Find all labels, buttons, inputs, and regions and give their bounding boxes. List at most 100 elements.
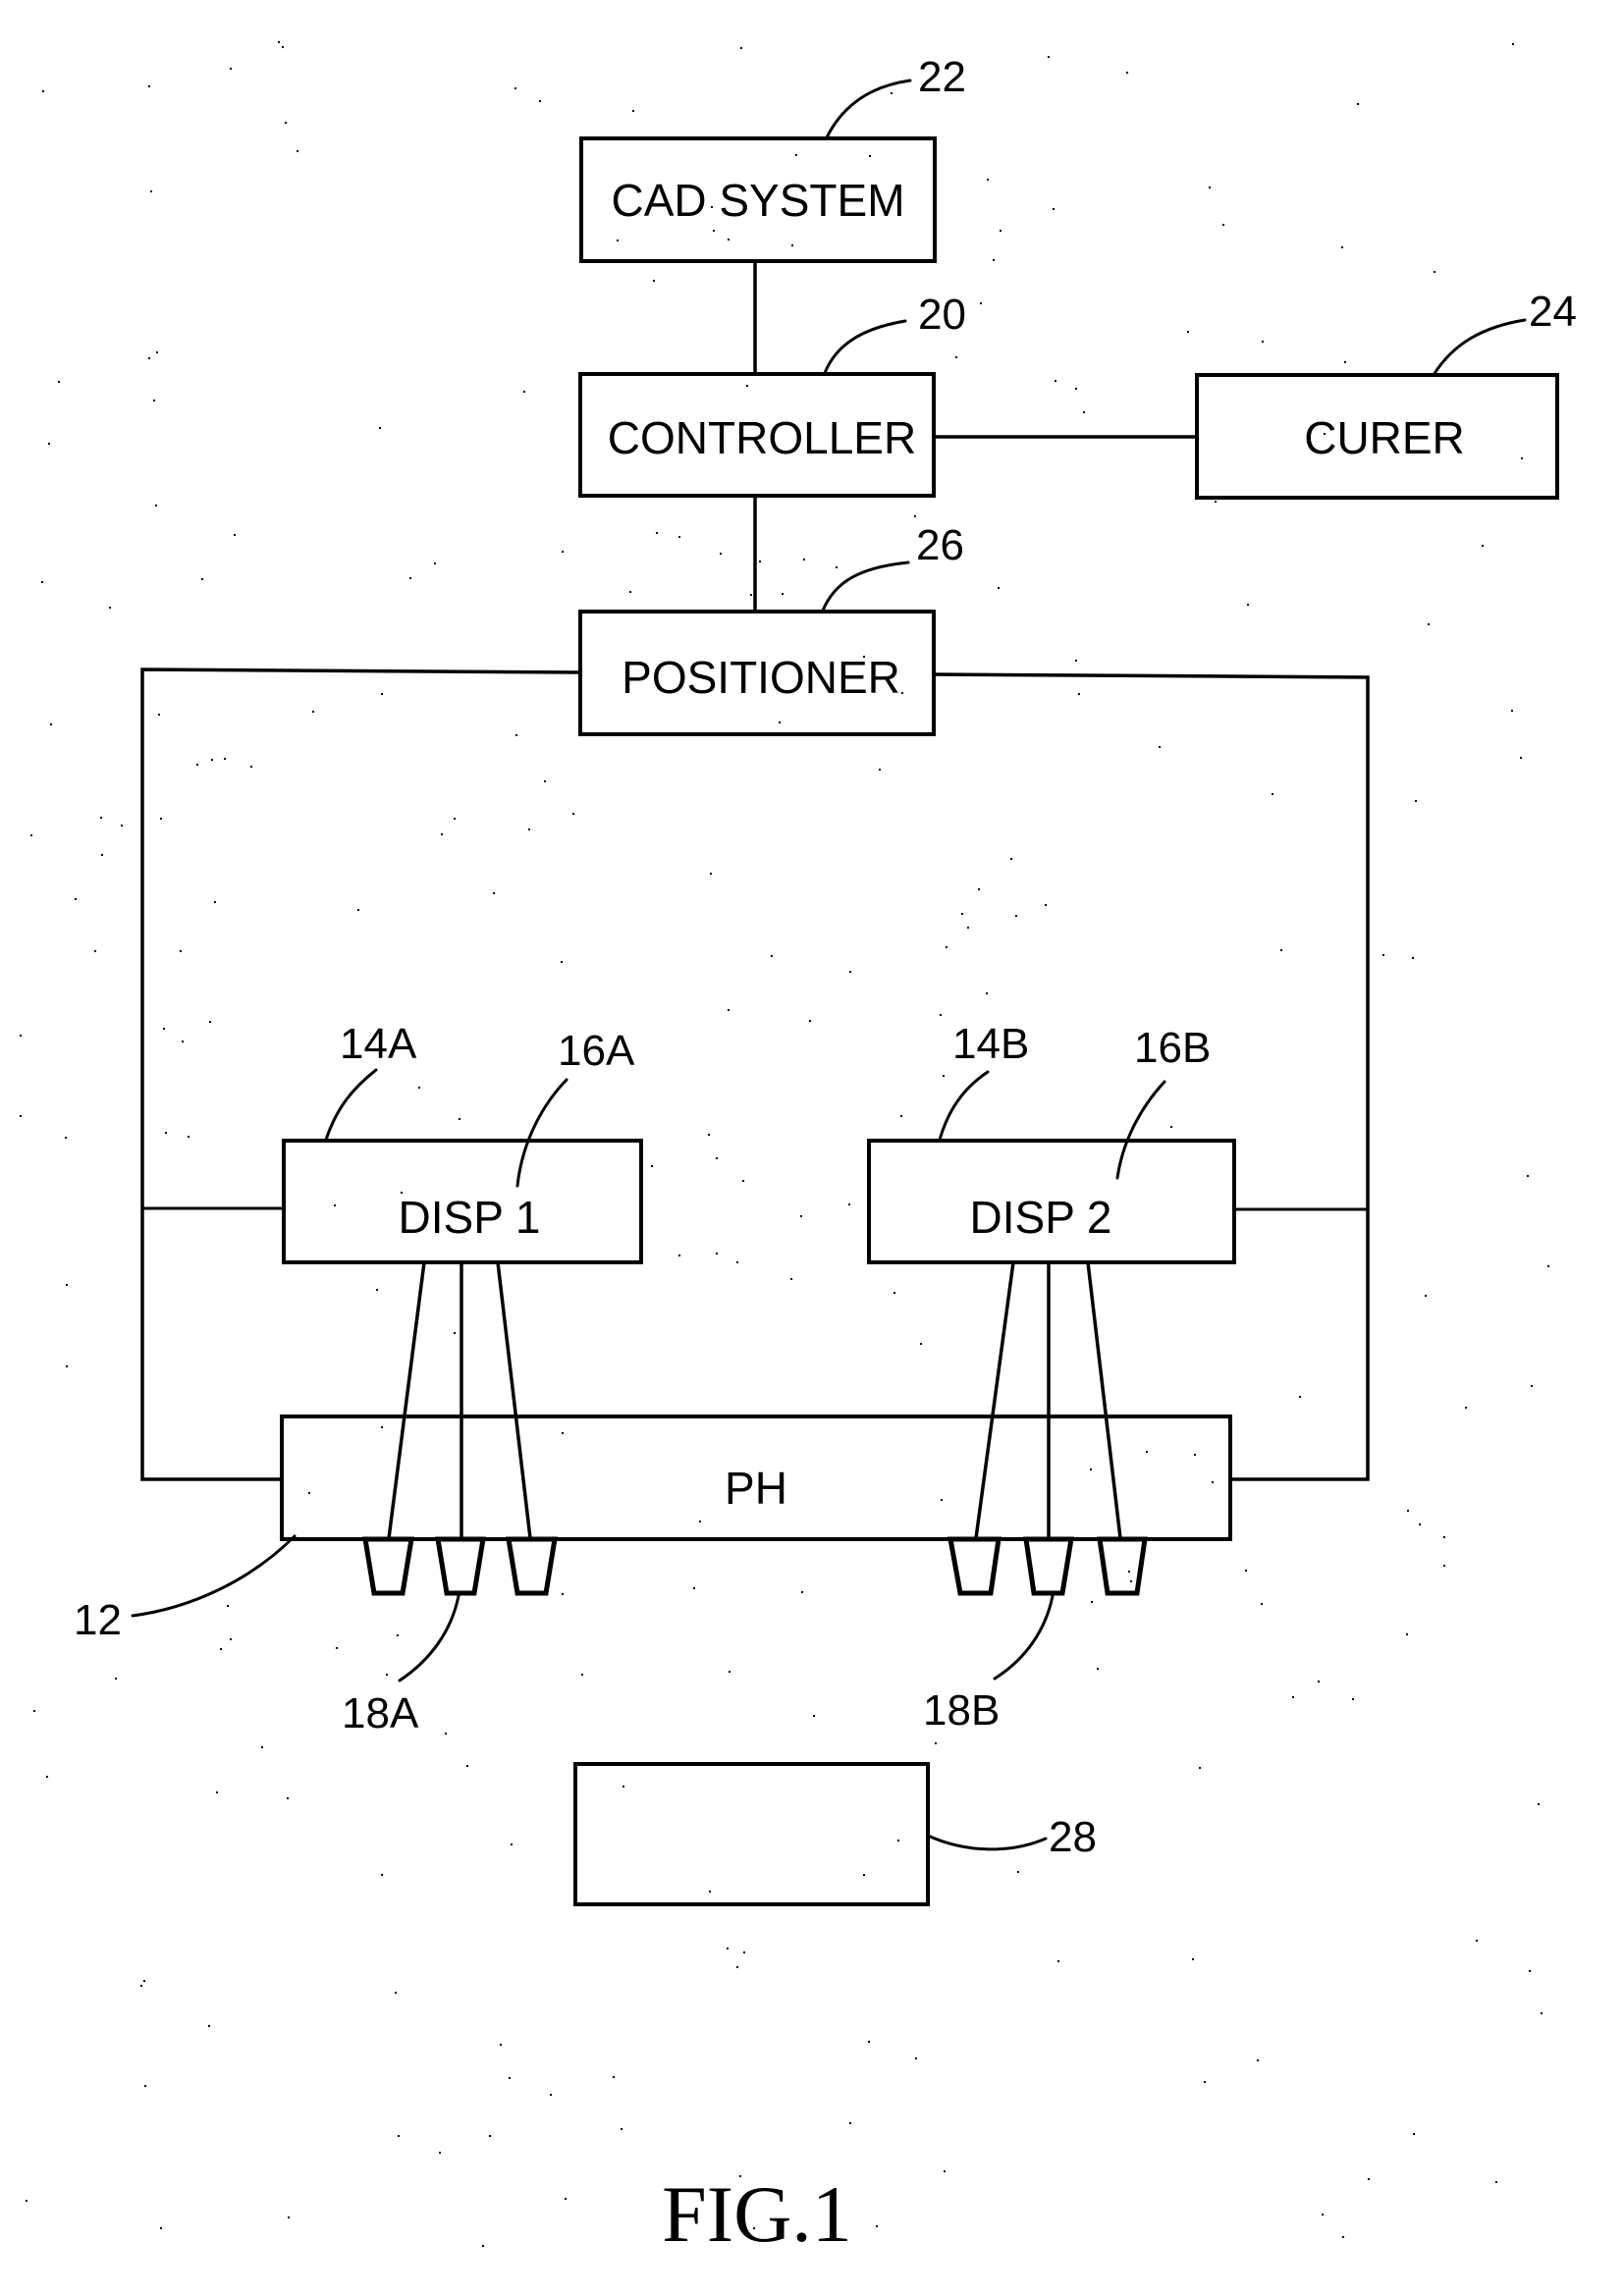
nozzle bbox=[509, 1539, 555, 1593]
noise-speck bbox=[1344, 361, 1346, 363]
curer-label: CURER bbox=[1304, 412, 1465, 463]
noise-speck bbox=[234, 534, 236, 536]
noise-speck bbox=[459, 1118, 460, 1120]
noise-speck bbox=[398, 2135, 400, 2137]
noise-speck bbox=[711, 206, 713, 208]
noise-speck bbox=[144, 2085, 146, 2087]
noise-speck bbox=[336, 1647, 338, 1649]
noise-speck bbox=[148, 357, 150, 359]
noise-speck bbox=[1170, 1126, 1172, 1128]
tray-box bbox=[575, 1764, 928, 1904]
noise-speck bbox=[1097, 1668, 1099, 1670]
noise-speck bbox=[1443, 1536, 1445, 1538]
noise-speck bbox=[801, 1591, 803, 1593]
noise-speck bbox=[1382, 954, 1384, 956]
noise-speck bbox=[140, 1985, 142, 1987]
noise-speck bbox=[849, 2122, 851, 2124]
noise-speck bbox=[1482, 545, 1484, 547]
noise-speck bbox=[1412, 957, 1414, 959]
noise-speck bbox=[897, 1840, 899, 1842]
leader-24 bbox=[1434, 320, 1525, 375]
noise-speck bbox=[1059, 1141, 1061, 1143]
noise-speck bbox=[439, 2152, 441, 2154]
noise-speck bbox=[946, 946, 947, 948]
noise-speck bbox=[863, 656, 865, 658]
noise-speck bbox=[156, 351, 158, 353]
noise-speck bbox=[308, 1492, 310, 1494]
leader-14b bbox=[940, 1072, 988, 1140]
noise-speck bbox=[1341, 246, 1343, 248]
noise-speck bbox=[1010, 858, 1012, 860]
nozzle bbox=[950, 1539, 999, 1593]
noise-speck bbox=[656, 532, 658, 534]
noise-speck bbox=[1215, 501, 1217, 503]
noise-speck bbox=[397, 1634, 399, 1636]
noise-speck bbox=[297, 150, 298, 152]
noise-speck bbox=[987, 179, 989, 181]
nozzles-a bbox=[365, 1539, 555, 1593]
noise-speck bbox=[1017, 1871, 1019, 1873]
noise-speck bbox=[94, 950, 96, 952]
noise-speck bbox=[900, 1115, 902, 1117]
nozzle bbox=[365, 1539, 411, 1593]
noise-speck bbox=[66, 1284, 68, 1286]
noise-speck bbox=[163, 1028, 165, 1030]
noise-speck bbox=[75, 898, 77, 900]
noise-speck bbox=[1045, 904, 1047, 906]
dispenser-2-label: DISP 2 bbox=[970, 1192, 1112, 1243]
noise-speck bbox=[381, 693, 383, 695]
noise-speck bbox=[782, 593, 784, 595]
noise-speck bbox=[746, 385, 748, 387]
noise-speck bbox=[1192, 1958, 1194, 1960]
noise-speck bbox=[434, 562, 436, 564]
noise-speck bbox=[523, 391, 525, 393]
noise-speck bbox=[1413, 2133, 1415, 2135]
noise-speck bbox=[813, 1715, 815, 1717]
noise-speck bbox=[1222, 224, 1224, 226]
noise-speck bbox=[978, 888, 980, 890]
noise-speck bbox=[1212, 1481, 1214, 1483]
noise-speck bbox=[1322, 2214, 1324, 2216]
noise-speck bbox=[158, 714, 160, 716]
noise-speck bbox=[115, 1678, 117, 1680]
noise-speck bbox=[357, 909, 359, 911]
noise-speck bbox=[1209, 187, 1211, 188]
noise-speck bbox=[180, 950, 182, 952]
noise-speck bbox=[562, 1432, 564, 1434]
noise-speck bbox=[224, 758, 226, 760]
noise-speck bbox=[208, 2025, 210, 2027]
cad-system-label: CAD SYSTEM bbox=[611, 175, 904, 226]
noise-speck bbox=[651, 1165, 653, 1167]
controller-label: CONTROLLER bbox=[608, 412, 916, 463]
noise-speck bbox=[961, 913, 963, 915]
positioner-label: POSITIONER bbox=[622, 652, 900, 703]
noise-speck bbox=[250, 766, 252, 768]
leader-18b bbox=[995, 1596, 1053, 1679]
ref-26: 26 bbox=[916, 521, 964, 569]
noise-speck bbox=[920, 1343, 922, 1345]
noise-speck bbox=[1434, 271, 1435, 273]
wire-positioner-left-bus bbox=[142, 669, 580, 1479]
noise-speck bbox=[155, 505, 157, 507]
noise-speck bbox=[736, 1966, 738, 1968]
noise-speck bbox=[678, 1255, 680, 1256]
leader-20 bbox=[825, 321, 905, 373]
noise-speck bbox=[466, 1765, 468, 1767]
noise-speck bbox=[409, 577, 411, 579]
noise-speck bbox=[740, 47, 742, 49]
noise-speck bbox=[1538, 1803, 1540, 1805]
noise-speck bbox=[230, 68, 232, 70]
feed-lines-b bbox=[976, 1262, 1120, 1538]
noise-speck bbox=[1257, 2059, 1259, 2061]
noise-speck bbox=[935, 1742, 937, 1744]
noise-speck bbox=[150, 190, 152, 192]
ref-14a: 14A bbox=[340, 1020, 417, 1068]
noise-speck bbox=[940, 1014, 942, 1016]
noise-speck bbox=[1245, 1570, 1247, 1572]
noise-speck bbox=[623, 1786, 624, 1788]
feed-lines-a bbox=[389, 1262, 530, 1538]
noise-speck bbox=[381, 1426, 383, 1428]
noise-speck bbox=[893, 1292, 895, 1294]
noise-speck bbox=[1511, 710, 1513, 712]
